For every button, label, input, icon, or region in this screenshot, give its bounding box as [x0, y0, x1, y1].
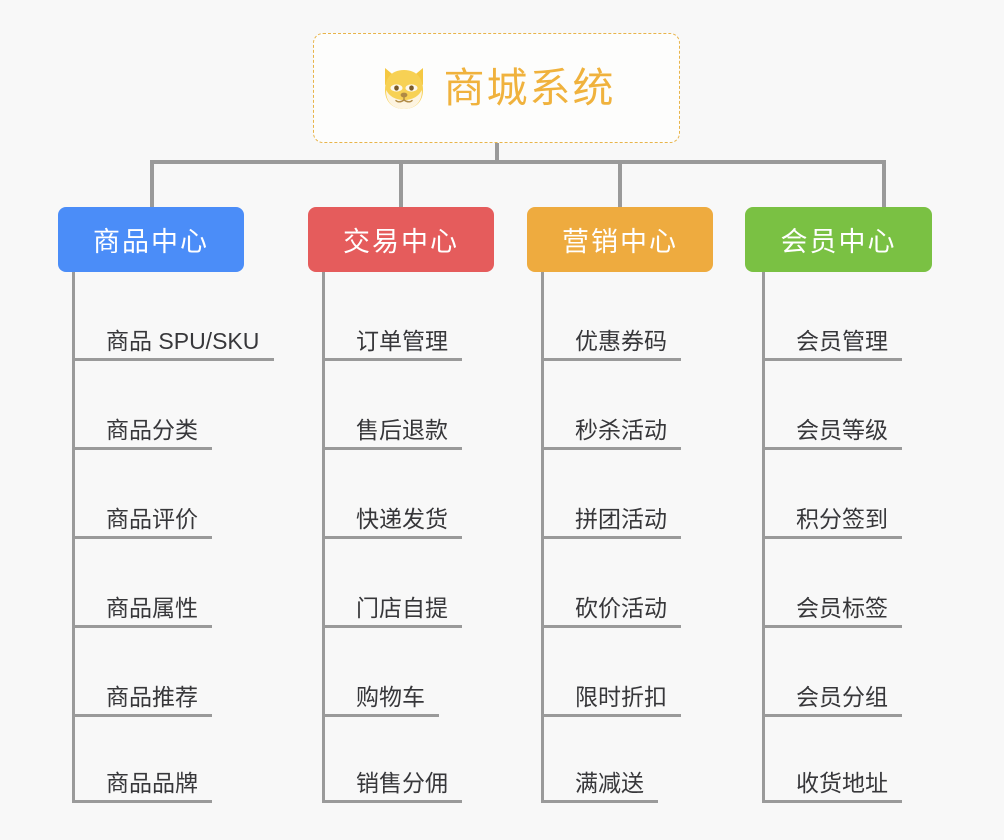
leaf-item[interactable]: 积分签到 [762, 506, 902, 539]
category-header-label: 商品中心 [93, 227, 209, 257]
leaf-item[interactable]: 秒杀活动 [541, 417, 681, 450]
category-header-label: 会员中心 [780, 227, 897, 257]
leaf-item[interactable]: 售后退款 [322, 417, 462, 450]
leaf-item-label: 购物车 [356, 683, 425, 710]
leaf-item-label: 收货地址 [796, 769, 888, 796]
leaf-item-label: 会员管理 [796, 327, 888, 354]
leaf-item-label: 会员等级 [796, 416, 888, 443]
category-header-trade-center[interactable]: 交易中心 [308, 207, 494, 272]
root-title: 商城系统 [443, 64, 616, 111]
connector-drop-1 [150, 160, 154, 208]
connector-drop-2 [399, 160, 403, 208]
leaf-item-label: 会员标签 [796, 594, 888, 621]
leaf-item[interactable]: 商品品牌 [72, 770, 212, 803]
connector-bus-bar [150, 160, 886, 164]
leaf-item-label: 限时折扣 [575, 683, 667, 710]
leaf-item-label: 砍价活动 [575, 594, 667, 621]
leaf-item[interactable]: 限时折扣 [541, 684, 681, 717]
leaf-item[interactable]: 砍价活动 [541, 595, 681, 628]
leaf-item-label: 售后退款 [356, 416, 448, 443]
leaf-item[interactable]: 商品分类 [72, 417, 212, 450]
category-header-product-center[interactable]: 商品中心 [58, 207, 244, 272]
leaf-item-label: 快递发货 [356, 505, 448, 532]
leaf-item-label: 拼团活动 [575, 505, 667, 532]
leaf-item-label: 门店自提 [356, 594, 448, 621]
leaf-item[interactable]: 购物车 [322, 684, 439, 717]
leaf-item-label: 满减送 [575, 769, 644, 796]
leaf-item[interactable]: 收货地址 [762, 770, 902, 803]
leaf-item[interactable]: 销售分佣 [322, 770, 462, 803]
leaf-item-label: 优惠券码 [575, 327, 667, 354]
leaf-item[interactable]: 拼团活动 [541, 506, 681, 539]
category-header-marketing-center[interactable]: 营销中心 [527, 207, 713, 272]
leaf-item-label: 销售分佣 [356, 769, 448, 796]
leaf-item[interactable]: 优惠券码 [541, 328, 681, 361]
leaf-item[interactable]: 商品评价 [72, 506, 212, 539]
leaf-item[interactable]: 快递发货 [322, 506, 462, 539]
leaf-item[interactable]: 门店自提 [322, 595, 462, 628]
connector-drop-4 [882, 160, 886, 208]
leaf-item-label: 订单管理 [356, 327, 448, 354]
leaf-item-label: 秒杀活动 [575, 416, 667, 443]
leaf-item-label: 商品 SPU/SKU [106, 327, 260, 354]
connector-drop-3 [618, 160, 622, 208]
leaf-item-label: 商品评价 [106, 505, 198, 532]
root-node-mall-system[interactable]: 商城系统 [313, 33, 680, 143]
leaf-item[interactable]: 满减送 [541, 770, 658, 803]
leaf-item-label: 会员分组 [796, 683, 888, 710]
leaf-item-label: 积分签到 [796, 505, 888, 532]
leaf-item[interactable]: 商品属性 [72, 595, 212, 628]
leaf-item-label: 商品分类 [106, 416, 198, 443]
leaf-item-label: 商品属性 [106, 594, 198, 621]
leaf-item-label: 商品推荐 [106, 683, 198, 710]
leaf-item[interactable]: 商品 SPU/SKU [72, 328, 274, 361]
leaf-item-label: 商品品牌 [106, 769, 198, 796]
dog-face-icon [378, 62, 430, 114]
leaf-item[interactable]: 会员标签 [762, 595, 902, 628]
leaf-item[interactable]: 会员分组 [762, 684, 902, 717]
leaf-item[interactable]: 商品推荐 [72, 684, 212, 717]
category-header-member-center[interactable]: 会员中心 [745, 207, 932, 272]
category-header-label: 营销中心 [562, 227, 678, 257]
leaf-item[interactable]: 订单管理 [322, 328, 462, 361]
connector-root-stem [495, 143, 499, 163]
leaf-item[interactable]: 会员等级 [762, 417, 902, 450]
category-header-label: 交易中心 [343, 227, 459, 257]
leaf-item[interactable]: 会员管理 [762, 328, 902, 361]
